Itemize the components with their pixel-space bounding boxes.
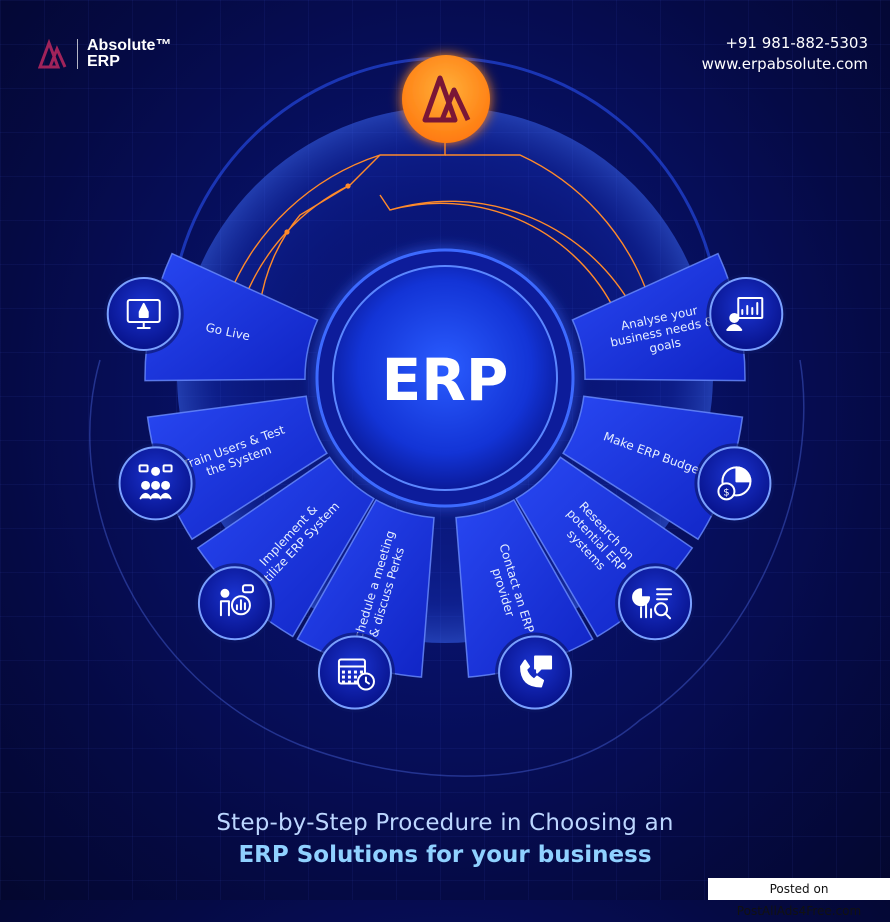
top-logo-icon [422, 75, 471, 123]
step-segment-2[interactable] [146, 395, 328, 541]
footer-line2: ERP Solutions for your business [238, 842, 652, 868]
brand-name-line2: ERP [87, 53, 120, 70]
training-group-icon[interactable] [115, 443, 196, 524]
brand-name: Absolute™ ERP [87, 38, 171, 70]
watermark[interactable]: Posted on PostAllAds4Free.com [708, 878, 890, 918]
center-circle [332, 265, 558, 491]
research-chart-icon[interactable] [615, 563, 696, 644]
budget-pie-icon[interactable]: $ [694, 443, 775, 524]
outer-orbit-line [89, 359, 805, 777]
step-segment-7[interactable] [562, 395, 744, 541]
rocket-monitor-icon[interactable] [103, 273, 184, 354]
step-segment-5[interactable] [455, 498, 594, 678]
contact-phone[interactable]: +91 981-882-5303 [725, 34, 868, 52]
contact-website[interactable]: www.erpabsolute.com [701, 55, 868, 73]
step-segment-1[interactable] [144, 252, 319, 382]
brand-name-line1: Absolute™ [87, 37, 172, 54]
svg-text:$: $ [723, 487, 729, 498]
calendar-clock-icon[interactable] [314, 632, 395, 713]
implement-settings-icon[interactable] [194, 563, 275, 644]
center-label: ERP [382, 346, 509, 414]
step-segment-8[interactable] [571, 252, 746, 382]
footer-tagline: Step-by-Step Procedure in Choosing an ER… [0, 810, 890, 868]
step-segment-4[interactable] [296, 498, 435, 678]
contact-info: +91 981-882-5303 www.erpabsolute.com [702, 33, 868, 75]
analytics-person-icon[interactable] [706, 273, 787, 354]
brand-divider [77, 39, 78, 69]
phone-chat-icon[interactable] [495, 632, 576, 713]
footer-line1: Step-by-Step Procedure in Choosing an [216, 810, 674, 836]
brand-logo[interactable]: Absolute™ ERP [38, 38, 171, 70]
step-icons: $ [103, 273, 787, 713]
absolute-logo-icon [38, 39, 67, 69]
